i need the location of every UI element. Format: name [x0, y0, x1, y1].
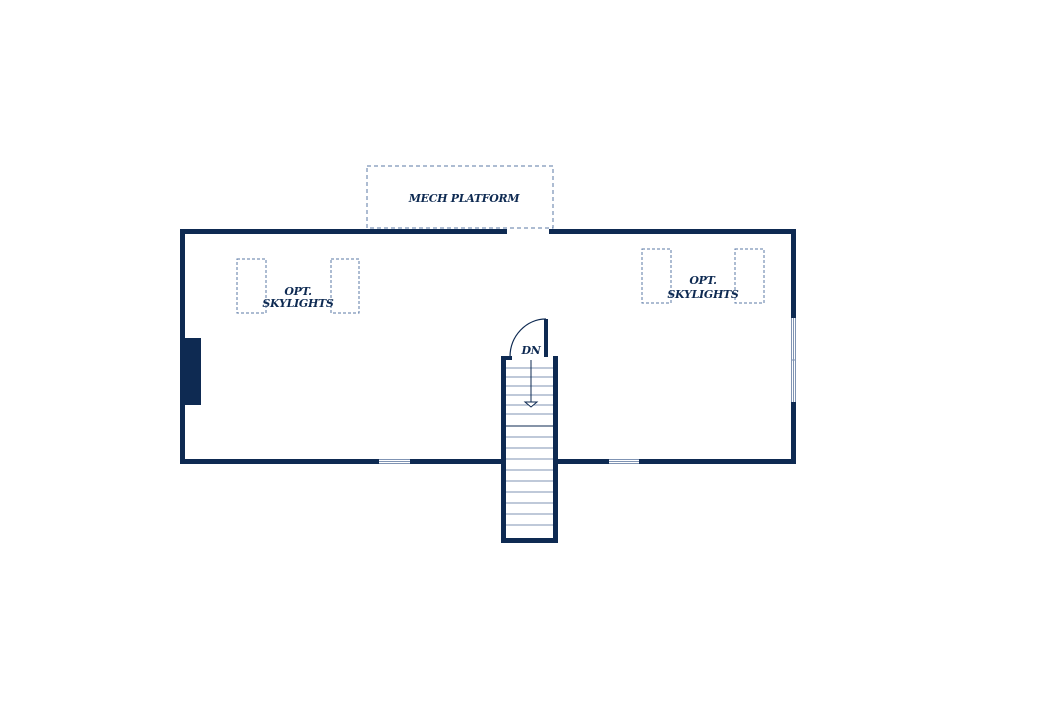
- stair-wall-bottom: [501, 538, 558, 543]
- chimney-block: [185, 338, 201, 405]
- window-bottom-left: [379, 459, 410, 464]
- wall-right-lower: [791, 402, 796, 464]
- mech-platform-label: MECH PLATFORM: [408, 192, 521, 205]
- mech-platform-outline: [366, 165, 554, 229]
- window-right-wall: [791, 318, 796, 402]
- skylights-right-label-line2: SKYLIGHTS: [667, 288, 739, 301]
- wall-bottom-2: [410, 459, 503, 464]
- wall-right-upper: [791, 229, 796, 318]
- skylight-right-1: [641, 248, 672, 304]
- door-swing-icon: [509, 318, 548, 358]
- stair-wall-left: [501, 356, 506, 543]
- window-bottom-right: [609, 459, 639, 464]
- wall-bottom-3: [556, 459, 609, 464]
- exterior-walls: [180, 229, 796, 464]
- stair-wall-right: [553, 356, 558, 543]
- skylight-right-2: [734, 248, 765, 304]
- skylights-left-label-line1: OPT.: [284, 285, 312, 298]
- stair-direction-label: DN: [521, 344, 542, 357]
- stair-wall-top-left: [501, 356, 512, 360]
- wall-top-right: [549, 229, 796, 234]
- stair-treads: [506, 367, 553, 526]
- skylights: [236, 248, 765, 314]
- wall-top-left: [180, 229, 507, 234]
- skylights-left-label-line2: SKYLIGHTS: [262, 297, 334, 310]
- windows: [379, 318, 796, 464]
- skylights-right-label-line1: OPT.: [689, 274, 717, 287]
- skylight-left-2: [330, 258, 360, 314]
- wall-left: [180, 229, 185, 464]
- wall-bottom-4: [639, 459, 796, 464]
- arrow-down-icon: [523, 360, 539, 408]
- staircase: [501, 356, 558, 543]
- wall-bottom-1: [180, 459, 379, 464]
- skylight-left-1: [236, 258, 267, 314]
